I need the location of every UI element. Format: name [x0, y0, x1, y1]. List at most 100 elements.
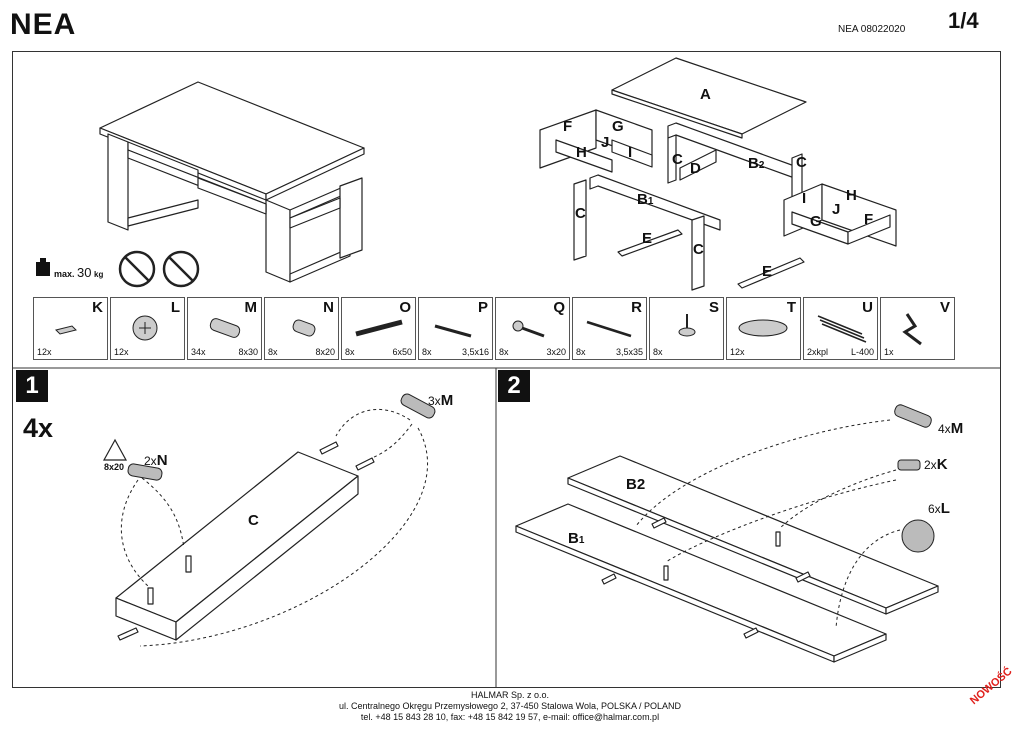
step1-callout-m: 3xM [428, 392, 454, 409]
document-code: NEA 08022020 [838, 24, 906, 35]
part-label-b1: B1 [637, 191, 654, 208]
hardware-key: S [708, 299, 719, 316]
allen-key-icon [902, 313, 922, 346]
step2-panel-b2: B2 [626, 476, 646, 493]
hardware-qty: 12x [730, 347, 745, 357]
part-label-c: C [796, 154, 807, 171]
step1-panel-label: C [248, 512, 259, 529]
footer: HALMAR Sp. z o.o. ul. Centralnego Okręgu… [0, 690, 1020, 723]
footer-address: ul. Centralnego Okręgu Przemysłowego 2, … [338, 701, 681, 711]
part-label-e: E [762, 263, 773, 280]
step-number-2: 2 [498, 370, 530, 402]
hardware-key: N [323, 299, 334, 316]
hardware-size: 3,5x16 [461, 347, 489, 357]
long-screw-icon [586, 320, 632, 338]
hardware-qty: 2xkpl [807, 347, 829, 357]
warning-size-label: 8x20 [104, 462, 125, 472]
cam-bolt-icon [55, 325, 77, 335]
part-label-g: G [612, 118, 624, 135]
hardware-key: P [477, 299, 488, 316]
hardware-size: 8x20 [315, 347, 335, 357]
glide-icon [678, 314, 696, 337]
pan-screw-icon [512, 320, 545, 338]
desk-illustration [99, 81, 365, 283]
hardware-item-r: R 8x 3,5x35 [572, 297, 647, 360]
drawer-runner-icon [817, 315, 867, 343]
hardware-size: L-400 [850, 347, 874, 357]
hardware-item-m: M 34x 8x30 [187, 297, 262, 360]
hardware-item-p: P 8x 3,5x16 [418, 297, 493, 360]
hardware-item-t: T 12x [726, 297, 801, 360]
part-label-c: C [693, 241, 704, 258]
part-label-j: J [832, 201, 841, 218]
cam-lock-icon [132, 315, 158, 341]
step2-panels [515, 455, 939, 663]
hardware-key: Q [553, 299, 565, 316]
dowel-icon [209, 318, 241, 338]
footer-contact: tel. +48 15 843 28 10, fax: +48 15 842 1… [360, 712, 660, 722]
part-label-f: F [864, 211, 874, 228]
hardware-key: U [862, 299, 873, 316]
exploded-view [539, 57, 897, 291]
hardware-item-n: N 8x 8x20 [264, 297, 339, 360]
step-multiplier: 4x [23, 413, 54, 443]
part-label-j: J [601, 134, 610, 151]
instruction-frame [12, 51, 1001, 688]
step2-callout-l: 6xL [928, 500, 950, 517]
hardware-item-v: V 1x [880, 297, 955, 360]
hardware-qty: 12x [37, 347, 52, 357]
confirmat-screw-icon [355, 319, 403, 337]
step1-panel [115, 441, 375, 641]
hardware-qty: 34x [191, 347, 206, 357]
hardware-qty: 8x [653, 347, 663, 357]
hardware-qty: 8x [422, 347, 432, 357]
step2-callout-m: 4xM [938, 420, 964, 437]
hardware-qty: 8x [499, 347, 509, 357]
hardware-key: L [170, 299, 180, 316]
hardware-item-l: L 12x [110, 297, 185, 360]
step-number-1: 1 [16, 370, 48, 402]
step2-callout-k: 2xK [924, 456, 948, 473]
page-number: 1/4 [948, 8, 979, 33]
part-label-h: H [846, 187, 857, 204]
hardware-size: 3x20 [546, 347, 566, 357]
hardware-item-k: K 12x [33, 297, 108, 360]
part-label-a: A [700, 86, 711, 103]
hardware-qty: 12x [114, 347, 129, 357]
step2-panel-b1: B1 [568, 530, 585, 547]
part-label-g: G [810, 213, 822, 230]
max-load-label: max. 30 kg [54, 265, 104, 280]
part-label-c: C [575, 205, 586, 222]
wood-screw-icon [434, 324, 472, 338]
hardware-key: K [92, 299, 103, 316]
hardware-item-q: Q 8x 3x20 [495, 297, 570, 360]
hardware-list: K 12x L 12x M 34x 8x30 N 8x 8x20 O 8x 6x50 P 8x 3,5x16 Q… [33, 297, 959, 362]
hardware-size: 3,5x35 [615, 347, 643, 357]
part-label-e: E [642, 230, 653, 247]
hardware-qty: 8x [268, 347, 278, 357]
hardware-qty: 1x [884, 347, 894, 357]
part-label-h: H [576, 144, 587, 161]
part-label-d: D [690, 160, 701, 177]
hardware-item-u: U 2xkpl L-400 [803, 297, 878, 360]
hardware-qty: 8x [576, 347, 586, 357]
hardware-size: 6x50 [392, 347, 412, 357]
part-label-c: C [672, 151, 683, 168]
part-label-i: I [628, 144, 633, 161]
hardware-key: M [244, 299, 258, 316]
hardware-key: O [399, 299, 411, 316]
step1-callout-n: 2xN [144, 452, 168, 469]
hardware-key: R [631, 299, 642, 316]
part-label-f: F [563, 118, 573, 135]
hardware-item-o: O 8x 6x50 [341, 297, 416, 360]
hardware-size: 8x30 [238, 347, 258, 357]
brand-title: NEA [10, 8, 77, 41]
hardware-item-s: S 8x [649, 297, 724, 360]
part-label-b2: B2 [748, 155, 765, 172]
footer-company: HALMAR Sp. z o.o. [470, 690, 550, 700]
hardware-key: T [786, 299, 796, 316]
shelf-support-icon [738, 319, 788, 337]
hardware-qty: 8x [345, 347, 355, 357]
hardware-key: V [939, 299, 950, 316]
short-dowel-icon [292, 319, 316, 337]
